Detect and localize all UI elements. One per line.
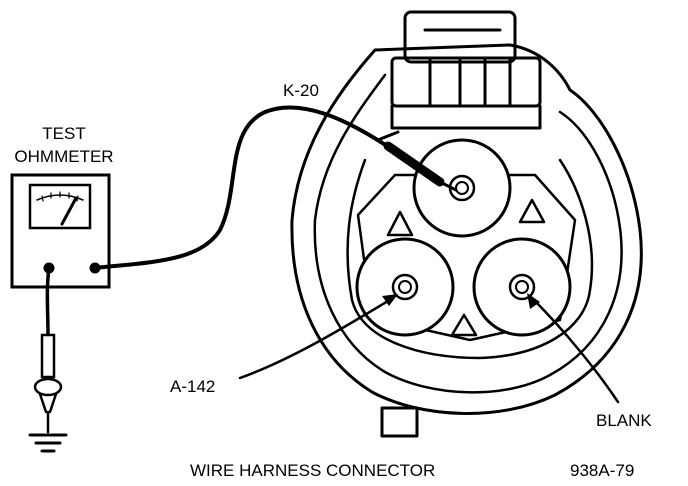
- triangle-key-right: [518, 198, 546, 224]
- meter-case: [10, 173, 111, 289]
- label-k20: K-20: [283, 81, 319, 100]
- meter-face: [28, 183, 92, 230]
- meter-needle: [60, 196, 78, 226]
- triangle-key-bottom: [450, 313, 478, 337]
- ground-probe-clip-jaw: [38, 392, 58, 414]
- meter-tick: [41, 195, 44, 202]
- terminal-pin-blank: [508, 273, 536, 301]
- connector-inner-body: [313, 73, 623, 394]
- connector-bottom-key: [380, 406, 419, 438]
- diagram-caption: WIRE HARNESS CONNECTOR: [190, 461, 435, 480]
- ground-symbol-icon: [28, 433, 68, 453]
- meter-tick: [76, 195, 79, 202]
- leader-blank: [530, 296, 620, 404]
- ground-probe-clip: [33, 377, 63, 397]
- terminal-tower-top: [412, 138, 512, 238]
- arrowhead-blank: [527, 293, 540, 309]
- tab-top: [403, 10, 517, 64]
- connector-center-rim: [346, 158, 594, 360]
- meter-title-line1: TEST: [42, 124, 85, 143]
- terminal-tower-right: [472, 237, 572, 337]
- meter-title-line2: OHMMETER: [14, 147, 113, 166]
- test-probe-icon: [376, 130, 458, 192]
- terminal-pin-k20-inner: [455, 181, 469, 195]
- terminal-pin-blank-inner: [515, 280, 529, 294]
- test-lead-ground: [45, 266, 51, 337]
- tab-base: [390, 104, 542, 130]
- ground-probe-handle: [40, 333, 56, 379]
- triangle-key-left: [386, 210, 414, 237]
- tab-mid: [390, 56, 542, 108]
- ohmmeter-icon: [10, 173, 111, 289]
- connector-outer-body: [290, 43, 643, 415]
- terminal-tower-left: [355, 237, 455, 337]
- wire-harness-connector: [290, 10, 643, 438]
- label-a142: A-142: [170, 377, 215, 396]
- test-lead-k20: [93, 105, 427, 270]
- label-blank: BLANK: [596, 411, 652, 430]
- leader-lines: [238, 296, 620, 404]
- arrowhead-a142: [382, 294, 398, 306]
- test-leads: [33, 105, 458, 434]
- terminal-pin-a142: [391, 273, 419, 301]
- figure-id: 938A-79: [570, 461, 634, 480]
- leader-a142: [238, 296, 395, 380]
- terminal-pin-a142-inner: [398, 280, 412, 294]
- locking-tab: [390, 10, 542, 130]
